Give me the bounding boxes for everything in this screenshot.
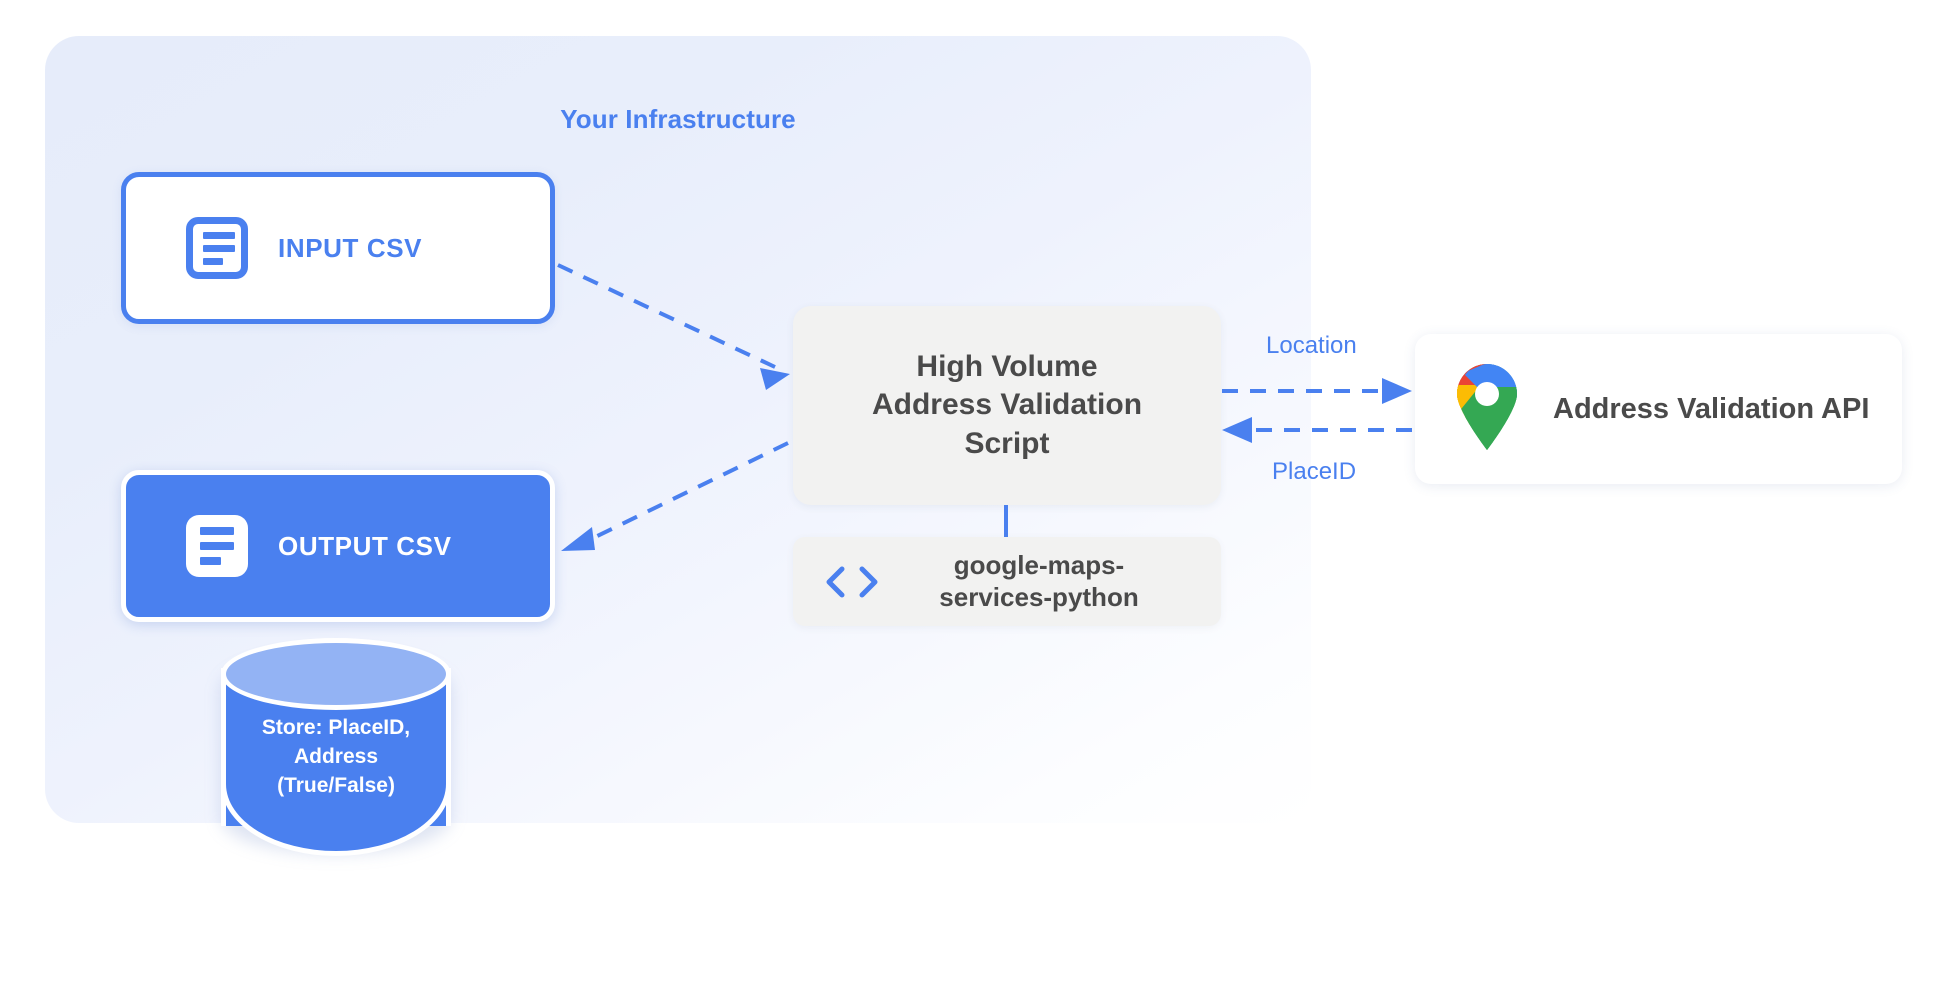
database-label: Store: PlaceID, Address (True/False) [221, 714, 451, 801]
database-top-ellipse [221, 638, 451, 710]
script-library-connector [1004, 505, 1008, 537]
code-brackets-icon [817, 565, 887, 599]
database-label-line2: Address [293, 744, 379, 768]
script-label-line2: Address Validation [871, 388, 1143, 422]
library-label-line1: google-maps- [953, 550, 1125, 581]
input-csv-node[interactable]: INPUT CSV [121, 172, 555, 324]
script-node[interactable]: High Volume Address Validation Script [793, 306, 1221, 505]
library-label-line2: services-python [939, 581, 1139, 612]
address-validation-api-node[interactable]: Address Validation API [1415, 334, 1902, 484]
database-label-line3: (True/False) [277, 773, 395, 797]
edge-label-placeid: PlaceID [1272, 458, 1357, 485]
script-label-line1: High Volume [916, 349, 1098, 383]
output-csv-node[interactable]: OUTPUT CSV [121, 470, 555, 622]
output-csv-label: OUTPUT CSV [278, 530, 452, 561]
library-label: google-maps- services-python [887, 550, 1191, 612]
document-icon [186, 515, 248, 577]
api-label: Address Validation API [1553, 392, 1870, 425]
script-label: High Volume Address Validation Script [872, 348, 1142, 463]
infrastructure-title: Your Infrastructure [560, 104, 796, 134]
script-label-line3: Script [964, 426, 1050, 460]
input-csv-label: INPUT CSV [278, 232, 423, 263]
library-node[interactable]: google-maps- services-python [793, 537, 1221, 626]
database-label-line1: Store: PlaceID, [261, 716, 411, 739]
edge-label-location: Location [1266, 332, 1357, 359]
database-node[interactable]: Store: PlaceID, Address (True/False) [215, 638, 457, 862]
document-icon [186, 217, 248, 279]
google-maps-pin-icon [1453, 363, 1521, 456]
